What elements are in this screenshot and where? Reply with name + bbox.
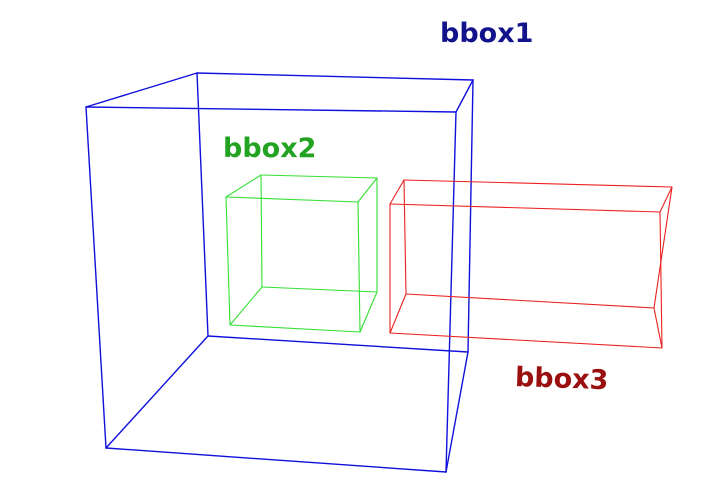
bbox2-front-edge: [357, 201, 361, 333]
bbox3-depth-edge: [653, 307, 663, 349]
bbox2-back-edge: [260, 174, 378, 179]
bbox1-front-edge: [105, 447, 447, 473]
bbox1-depth-edge: [455, 79, 474, 113]
bbox2-wireframe: [225, 174, 378, 333]
bbox3-wireframe: [389, 179, 673, 349]
bbox2-depth-edge: [225, 174, 262, 198]
bbox2-depth-edge: [359, 291, 378, 333]
bbox2-front-edge: [225, 196, 231, 326]
bbox2-depth-edge: [357, 177, 378, 203]
bbox3-back-edge: [405, 293, 655, 309]
bbox1-back-edge: [467, 79, 474, 353]
bbox1-depth-edge: [85, 72, 198, 108]
bbox1-depth-edge: [445, 351, 469, 473]
bbox2-front-edge: [229, 324, 361, 333]
bbox3-depth-edge: [659, 186, 673, 213]
bbox1-front-edge: [85, 106, 107, 449]
bbox1-front-edge: [85, 106, 457, 113]
bbox1-depth-edge: [105, 335, 209, 449]
bbox3-front-edge: [659, 211, 663, 349]
bbox3-label: bbox3: [514, 362, 609, 397]
bbox3-depth-edge: [389, 179, 405, 205]
bbox2-back-edge: [260, 174, 263, 288]
bbox3-back-edge: [403, 179, 673, 188]
bbox1-back-edge: [207, 335, 469, 353]
bbox3-back-edge: [403, 179, 407, 295]
bbox2-back-edge: [261, 286, 378, 293]
bbox1-back-edge: [196, 72, 474, 81]
bbox1-back-edge: [196, 72, 209, 337]
bbox3-front-edge: [389, 332, 663, 349]
bbox3-back-edge: [653, 186, 673, 309]
bbox3-front-edge: [389, 203, 661, 213]
bbox2-label: bbox2: [223, 133, 317, 164]
bbox1-front-edge: [445, 111, 457, 473]
bbox1-label: bbox1: [440, 18, 534, 49]
bbox2-depth-edge: [229, 286, 263, 326]
bbox3-depth-edge: [389, 293, 407, 334]
bbox2-front-edge: [225, 196, 359, 203]
bbox1-wireframe: [85, 72, 474, 473]
